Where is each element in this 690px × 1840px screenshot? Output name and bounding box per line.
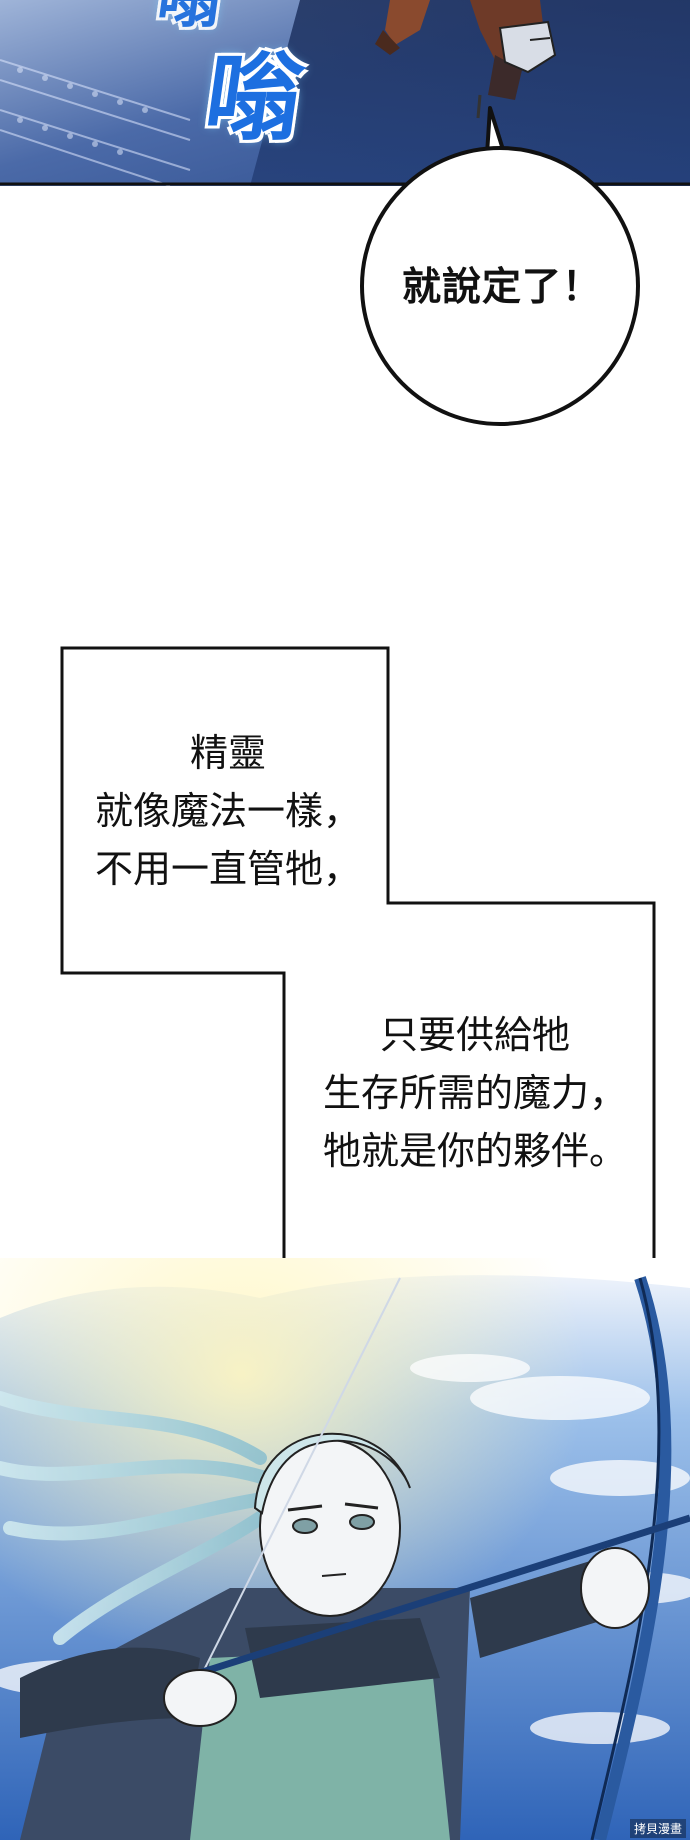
speech-bubble-text: 就說定了！ (401, 265, 602, 310)
narration-box-1: 精靈 就像魔法一樣， 不用一直管牠， (68, 724, 388, 898)
narration-line: 只要供給牠 (379, 1013, 570, 1057)
narration-line: 生存所需的魔力， (322, 1071, 627, 1115)
watermark-label: 拷貝漫畫 (629, 1819, 686, 1838)
speech-bubble (360, 106, 640, 426)
narration-box-2: 只要供給牠 生存所需的魔力， 牠就是你的夥伴。 (290, 1006, 660, 1180)
narration-line: 不用一直管牠， (94, 847, 361, 891)
narration-line: 就像魔法一樣， (94, 789, 361, 833)
bottom-comic-panel: 拷貝漫畫 (0, 1258, 690, 1840)
narration-line: 牠就是你的夥伴。 (322, 1129, 627, 1173)
archer-panel-art (0, 1258, 690, 1840)
narration-line: 精靈 (189, 731, 266, 775)
